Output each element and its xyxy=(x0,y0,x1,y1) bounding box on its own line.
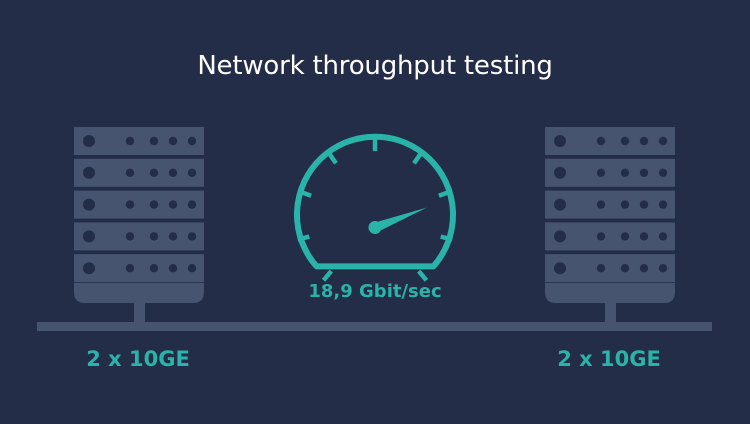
server-right-unit xyxy=(545,190,675,219)
speedometer-icon xyxy=(294,133,456,282)
server-right-base xyxy=(545,283,675,303)
throughput-reading: 18,9 Gbit/sec xyxy=(308,281,442,302)
server-right-unit xyxy=(545,158,675,187)
server-right-connector xyxy=(605,298,616,324)
gauge-tick xyxy=(299,189,312,198)
server-right-unit xyxy=(545,254,675,283)
speedometer-ticks xyxy=(297,139,453,282)
gauge-tick xyxy=(416,269,429,282)
server-left-unit xyxy=(74,127,204,155)
server-left-connector xyxy=(134,298,145,324)
gauge-tick xyxy=(297,234,310,242)
gauge-tick xyxy=(440,234,453,242)
server-left-unit xyxy=(74,222,204,251)
gauge-tick xyxy=(412,152,423,165)
server-left-unit xyxy=(74,254,204,283)
server-right-icon xyxy=(545,127,675,324)
server-left-unit xyxy=(74,158,204,187)
server-left-port-label: 2 x 10GE xyxy=(86,347,190,371)
server-left-icon xyxy=(74,127,204,324)
speedometer-needle xyxy=(368,207,427,234)
server-left-unit xyxy=(74,190,204,219)
server-right-port-label: 2 x 10GE xyxy=(557,347,661,371)
server-right-unit xyxy=(545,127,675,155)
gauge-tick xyxy=(438,189,451,198)
page-title: Network throughput testing xyxy=(197,51,553,81)
server-left-units xyxy=(74,127,204,283)
server-right-unit xyxy=(545,222,675,251)
gauge-tick xyxy=(321,269,334,282)
network-line xyxy=(37,322,712,331)
server-left-base xyxy=(74,283,204,303)
server-right-units xyxy=(545,127,675,283)
speedometer-dial xyxy=(294,133,456,270)
gauge-tick xyxy=(327,152,338,165)
